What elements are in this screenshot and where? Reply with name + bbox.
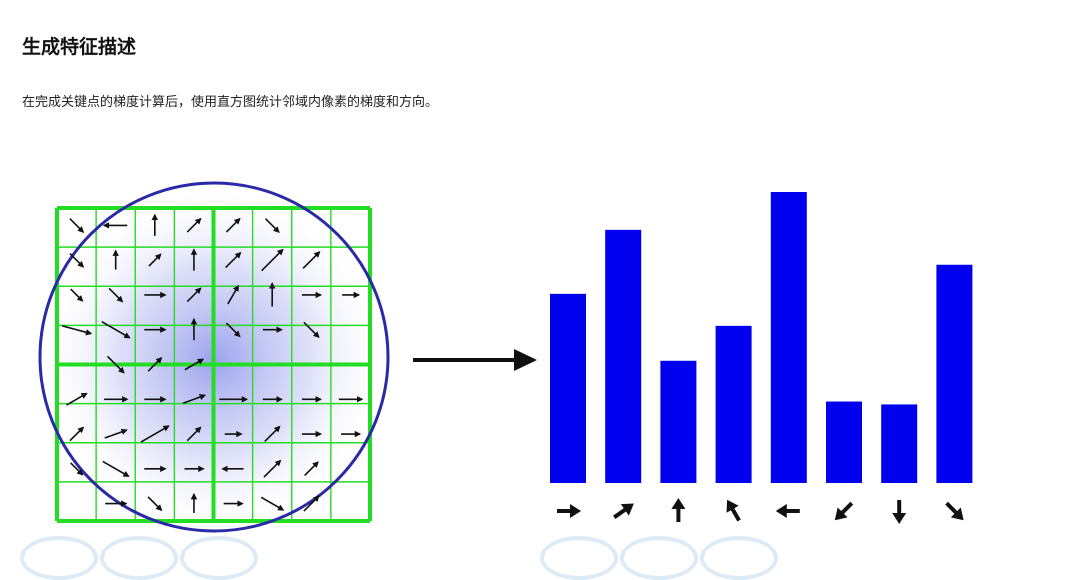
sift-descriptor-figure [38,181,973,535]
histogram-bar [936,264,973,483]
gradient-arrow [69,426,85,442]
subregion-grid [55,206,372,523]
gradient-arrow [186,287,202,303]
gradient-arrow [264,425,281,443]
gradient-arrow [182,394,207,404]
histogram-bar [715,325,752,483]
gradient-arrow [303,321,320,339]
gradient-arrow [302,251,321,269]
gradient-arrow [101,321,131,339]
gradient-arrows [61,213,364,514]
gradient-arrow [102,460,130,477]
direction-arrow-icon [557,504,581,518]
gaussian-window-circle [38,181,390,533]
gradient-arrow [260,496,285,511]
gradient-arrow [184,358,205,371]
orientation-histogram [550,192,973,483]
gradient-arrow [225,322,241,338]
description-text: 在完成关键点的梯度计算后，使用直方图统计邻域内像素的梯度和方向。 [22,95,439,110]
gradient-arrow [148,253,162,267]
gradient-arrow [147,356,163,372]
gradient-arrow [264,218,280,233]
page-title: 生成特征描述 [22,36,137,58]
decorative-shape [100,536,178,580]
direction-arrow-icon [671,498,686,522]
gradient-arrow [140,425,170,443]
gradient-arrow [225,251,242,269]
gradient-arrow [263,459,282,478]
gradient-arrow [70,462,84,476]
gradient-arrow [104,428,128,439]
decorative-shape [700,536,778,580]
direction-arrow-icon [945,501,964,521]
direction-arrow-icon [726,499,741,522]
decorative-shape [20,536,98,580]
gradient-arrow [227,284,240,305]
transform-arrow [413,349,537,371]
decorative-shape [180,536,258,580]
gradient-arrow [186,426,202,442]
histogram-bar [770,192,807,483]
gradient-arrow [225,217,241,233]
gradient-arrow [147,496,163,512]
histogram-bar [605,229,642,483]
histogram-bar [826,401,862,483]
direction-arrow-icon [834,501,854,521]
gradient-arrow [69,252,85,268]
gradient-arrow [304,461,319,477]
gradient-arrow [106,355,125,374]
gradient-arrow [186,217,202,233]
histogram-bar [660,360,697,483]
gradient-arrow [303,495,320,512]
gradient-arrow [108,287,124,303]
direction-arrow-icon [613,503,634,519]
gradient-arrow [66,392,88,406]
decorative-shape [620,536,698,580]
gradient-arrow [69,218,85,233]
decorative-shape [540,536,618,580]
gradient-arrow [61,325,93,336]
gradient-arrow [70,288,84,302]
histogram-bar [881,404,918,483]
gradient-arrow [261,248,284,272]
histogram-bar [550,293,586,483]
direction-arrow-icon [775,504,800,518]
histogram-direction-arrows [557,498,964,524]
direction-arrow-icon [892,500,907,524]
